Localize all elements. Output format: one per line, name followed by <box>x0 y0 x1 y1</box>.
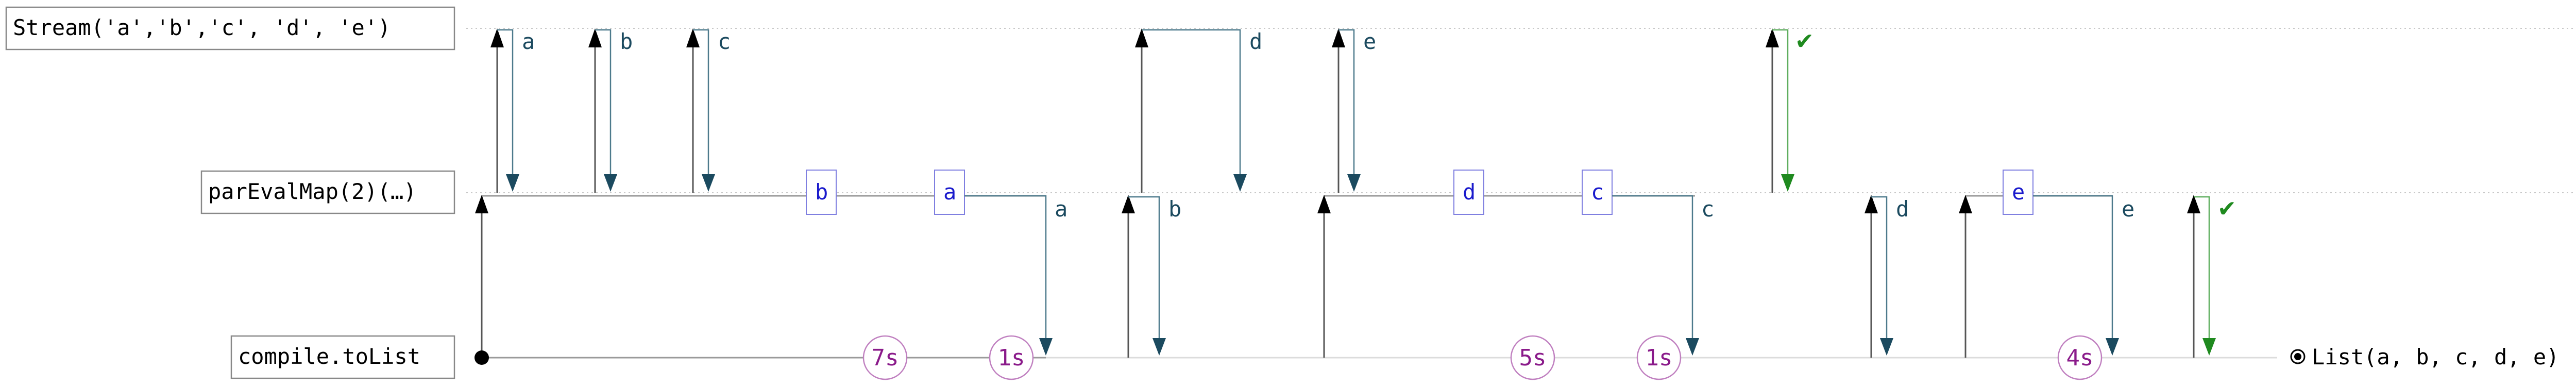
source-label-done: ✔ <box>1795 28 1814 55</box>
pipe-emit-b <box>1128 196 1160 341</box>
source-pull-labels: a b c d e ✔ <box>522 28 1814 55</box>
down-arrowhead <box>604 174 617 192</box>
buffer-box <box>1453 170 1484 215</box>
down-arrowhead <box>2106 338 2119 356</box>
lane-label-sink: compile.toList <box>230 335 455 379</box>
buffer-box <box>806 170 837 215</box>
pipe-emit-label-b: b <box>1168 196 1181 222</box>
down-arrowhead <box>1347 174 1361 192</box>
up-arrowhead <box>686 28 700 47</box>
duration-markers: 7s 1s 5s 1s 4s <box>862 335 2103 380</box>
buffer-label: b <box>815 179 828 205</box>
buffer-boxes: b a d c e <box>806 170 2033 215</box>
source-response-b <box>595 29 612 178</box>
up-arrowhead <box>588 28 602 47</box>
sink-lane-label: compile.toList <box>238 344 420 369</box>
lane-lines <box>466 28 2576 359</box>
buffer-label: e <box>2012 179 2025 205</box>
source-label-d: d <box>1249 29 1262 54</box>
pipe-emits <box>964 195 2216 356</box>
source-response-done <box>1772 29 1789 178</box>
down-arrowhead <box>1880 338 1893 356</box>
up-arrowhead <box>1766 28 1779 47</box>
lane-label-pipe: parEvalMap(2)(…) <box>200 170 455 214</box>
start-dot <box>474 350 489 365</box>
up-arrowhead <box>1317 195 1331 213</box>
down-arrowhead <box>506 174 519 192</box>
up-arrowhead <box>475 195 488 213</box>
source-label-c: c <box>718 29 731 54</box>
down-arrowhead-green <box>1781 174 1794 192</box>
up-arrowhead <box>1959 195 1972 213</box>
pipe-emit-labels: a b c d e ✔ <box>1055 196 2236 222</box>
duration-label: 1s <box>1646 345 1673 371</box>
pipe-emit-c <box>1612 195 1693 341</box>
buffer-label: c <box>1591 179 1604 205</box>
duration-label: 7s <box>872 345 899 371</box>
down-arrowhead <box>1039 338 1053 356</box>
pipe-emit-label-e: e <box>2122 196 2134 222</box>
source-label-b: b <box>620 29 633 54</box>
source-response-e <box>1338 29 1355 178</box>
result-label: List(a, b, c, d, e) <box>2312 344 2559 370</box>
source-label-a: a <box>522 29 535 54</box>
down-arrowhead <box>1686 338 1699 356</box>
duration-label: 4s <box>2066 345 2094 371</box>
down-arrowhead <box>702 174 715 192</box>
up-arrowhead <box>490 28 504 47</box>
duration-circle <box>1510 335 1555 380</box>
pipe-emit-e <box>2033 195 2113 341</box>
down-arrowhead <box>1233 174 1247 192</box>
pipe-emit-label-a: a <box>1055 196 1067 222</box>
sink-pull-requests <box>475 195 2200 358</box>
pipe-emit-d <box>1871 196 1888 341</box>
up-arrowhead <box>1865 195 1878 213</box>
source-response-d <box>1142 29 1241 178</box>
result-dot-inner <box>2294 353 2301 360</box>
buffer-label: a <box>943 179 956 205</box>
pipe-lane-label: parEvalMap(2)(…) <box>208 179 417 204</box>
pipe-emit-label-c: c <box>1701 196 1714 222</box>
lane-label-source: Stream('a','b','c', 'd', 'e') <box>5 6 455 51</box>
pipe-emit-label-d: d <box>1896 196 1909 222</box>
source-label-e: e <box>1363 29 1376 54</box>
duration-circle <box>2057 335 2103 380</box>
buffer-box <box>2003 170 2033 215</box>
duration-label: 5s <box>1519 345 1547 371</box>
up-arrowhead <box>1122 195 1135 213</box>
duration-circle <box>862 335 908 380</box>
buffer-box <box>1582 170 1613 215</box>
pipe-emit-done <box>2194 196 2210 341</box>
buffer-label: d <box>1463 179 1476 205</box>
source-responses <box>497 29 1794 192</box>
pipe-emit-a <box>964 195 1047 341</box>
up-arrowhead <box>2187 195 2200 213</box>
down-arrowhead <box>1153 338 1166 356</box>
down-arrowhead-green <box>2202 338 2216 356</box>
pipe-emit-label-done: ✔ <box>2217 196 2236 222</box>
duration-circle <box>989 335 1034 380</box>
duration-label: 1s <box>998 345 1025 371</box>
duration-circle <box>1636 335 1682 380</box>
buffer-box <box>934 170 965 215</box>
source-pull-requests <box>490 28 1779 193</box>
result-marker: List(a, b, c, d, e) <box>2290 344 2559 370</box>
source-response-a <box>497 29 514 178</box>
up-arrowhead <box>1332 28 1345 47</box>
up-arrowhead <box>1135 28 1148 47</box>
source-response-c <box>693 29 709 178</box>
source-lane-label: Stream('a','b','c', 'd', 'e') <box>13 15 391 40</box>
